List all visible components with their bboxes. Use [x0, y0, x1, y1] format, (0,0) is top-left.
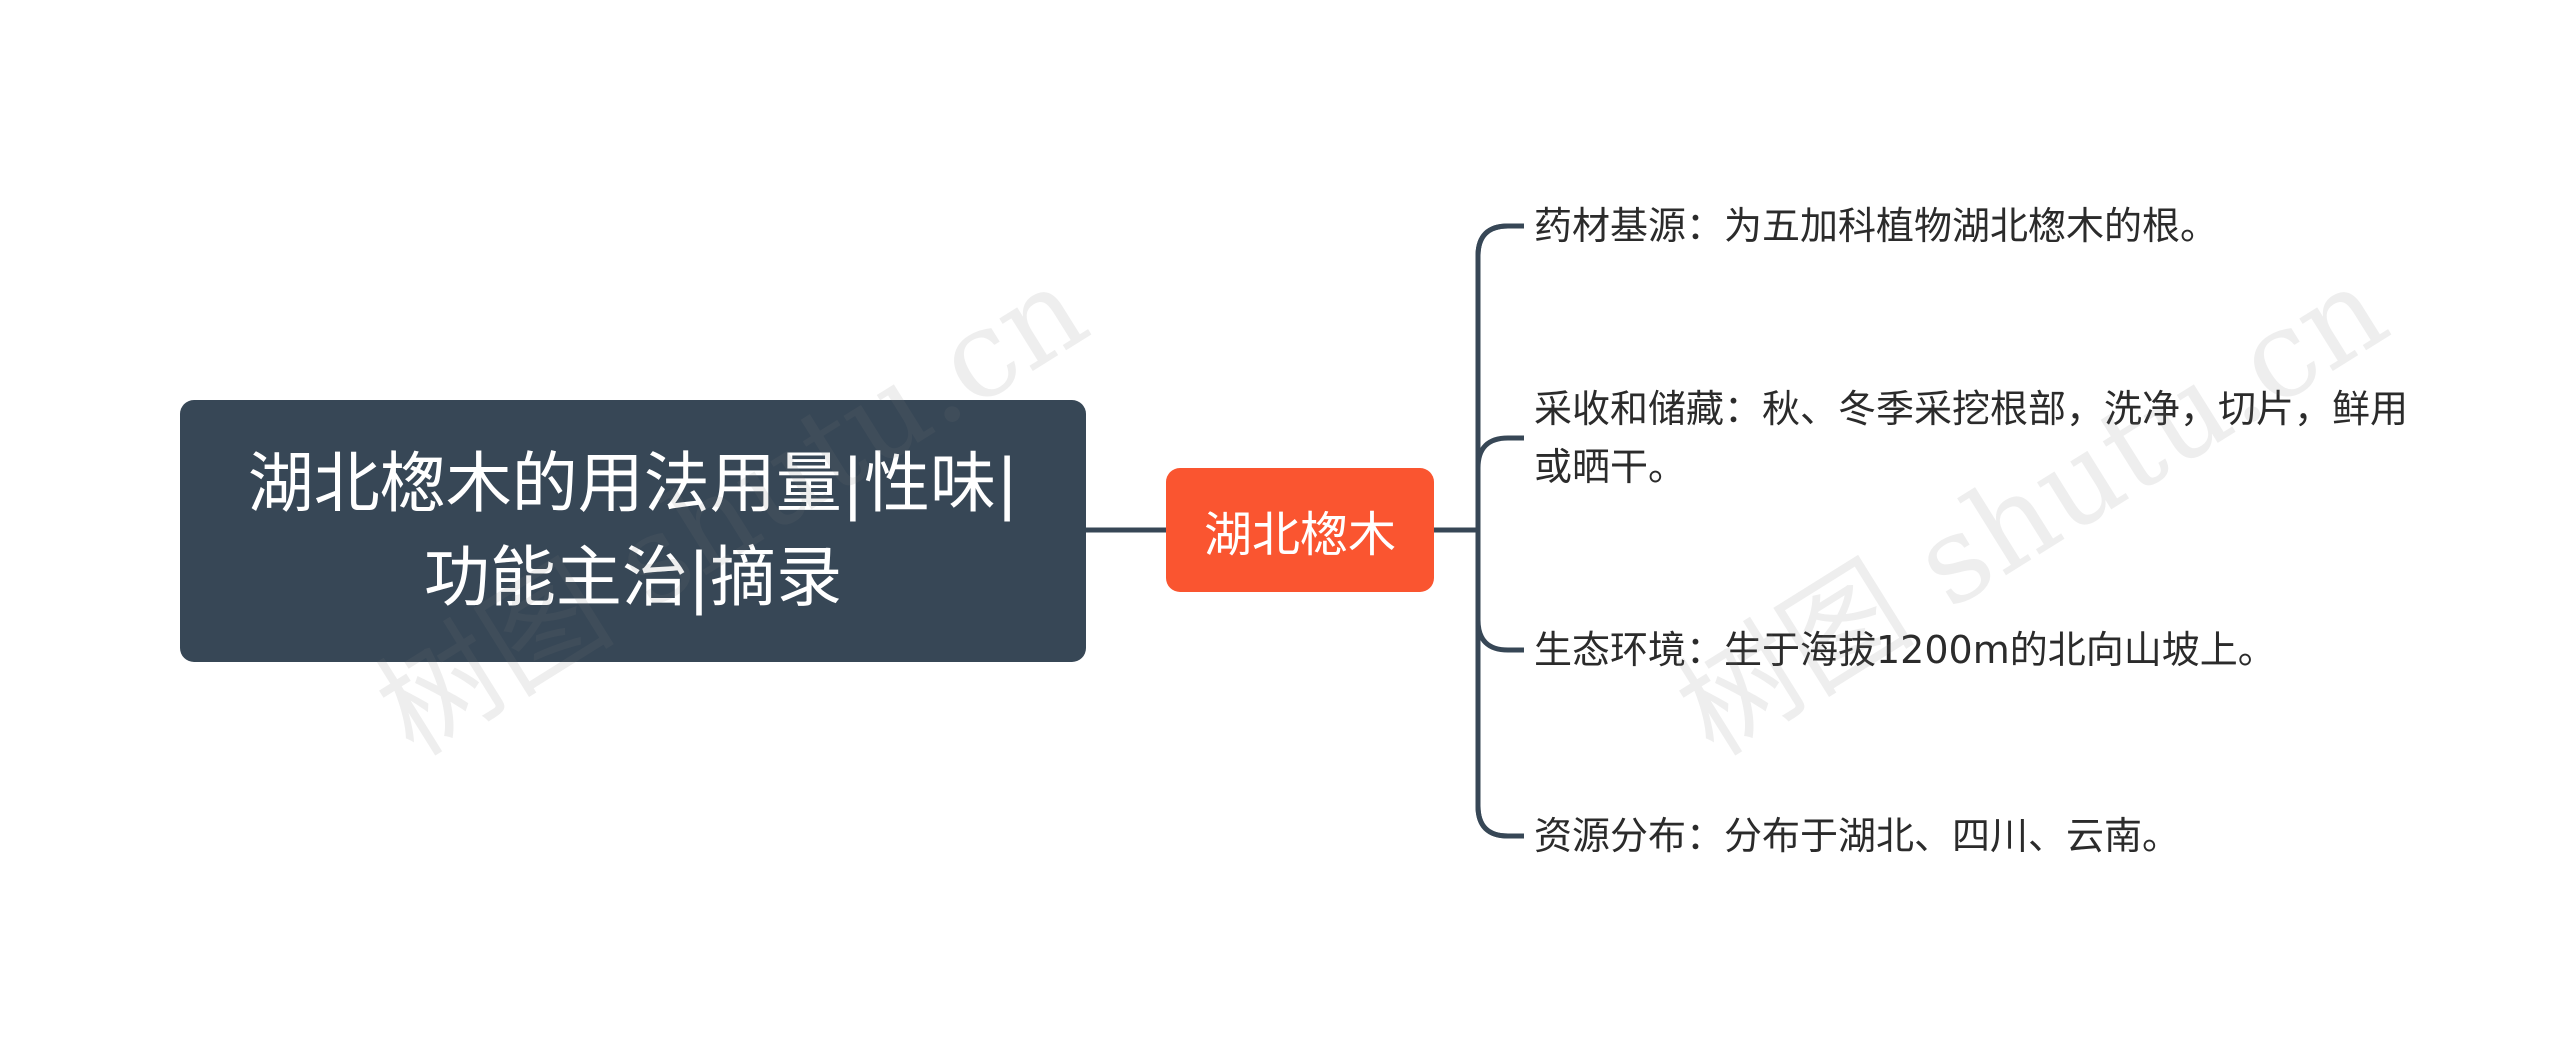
leaf-topic-habitat[interactable]: 生态环境：生于海拔1200m的北向山坡上。 — [1534, 621, 2394, 679]
leaf-connector-1 — [1475, 223, 1509, 257]
leaf-topic-source[interactable]: 药材基源：为五加科植物湖北楤木的根。 — [1534, 197, 2394, 255]
hub-topic-label: 湖北楤木 — [1203, 507, 1396, 563]
leaf-bracket — [1475, 223, 1509, 839]
root-topic[interactable]: 湖北楤木的用法用量|性味|功能主治|摘录 — [180, 400, 1086, 662]
leaf-topic-harvest[interactable]: 采收和储藏：秋、冬季采挖根部，洗净，切片，鲜用或晒干。 — [1534, 380, 2414, 496]
leaf-connector-2 — [1475, 435, 1509, 469]
leaf-topic-label: 药材基源：为五加科植物湖北楤木的根。 — [1534, 204, 2219, 248]
leaf-topic-label: 资源分布：分布于湖北、四川、云南。 — [1534, 814, 2181, 858]
leaf-topic-label: 采收和储藏：秋、冬季采挖根部，洗净，切片，鲜用或晒干。 — [1534, 387, 2409, 489]
leaf-topic-label: 生态环境：生于海拔1200m的北向山坡上。 — [1534, 628, 2276, 672]
leaf-topic-distribution[interactable]: 资源分布：分布于湖北、四川、云南。 — [1534, 807, 2394, 865]
root-topic-label: 湖北楤木的用法用量|性味|功能主治|摘录 — [247, 445, 1019, 616]
leaf-connector-4 — [1475, 805, 1509, 839]
hub-topic[interactable]: 湖北楤木 — [1166, 468, 1434, 592]
leaf-connector-3 — [1475, 619, 1509, 653]
